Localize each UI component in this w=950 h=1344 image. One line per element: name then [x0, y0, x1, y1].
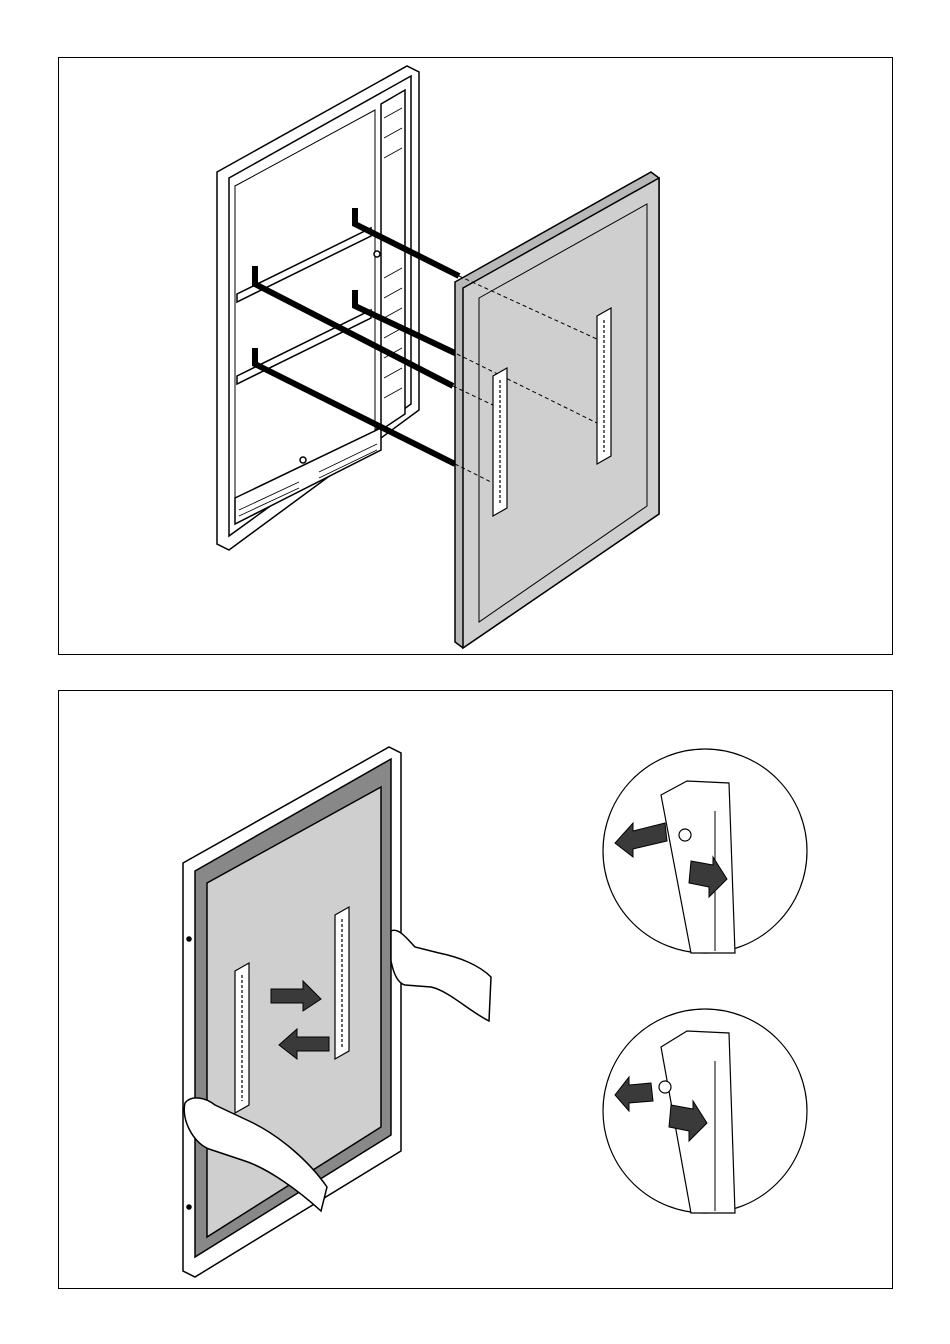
display-hanging-illustration	[59, 691, 894, 1290]
detail-circle-lower	[603, 1009, 807, 1213]
display-bracket-right	[597, 308, 611, 464]
detail-circle-upper	[603, 749, 807, 953]
frame-and-display-illustration	[59, 58, 894, 656]
top-illustration-panel	[58, 57, 893, 655]
bracket-left	[235, 963, 249, 1113]
bottom-illustration-panel	[58, 690, 893, 1289]
display-bracket-left	[493, 368, 507, 516]
bracket-right	[335, 907, 349, 1059]
wall-mount-frame	[217, 66, 419, 550]
display-panel	[455, 172, 659, 648]
